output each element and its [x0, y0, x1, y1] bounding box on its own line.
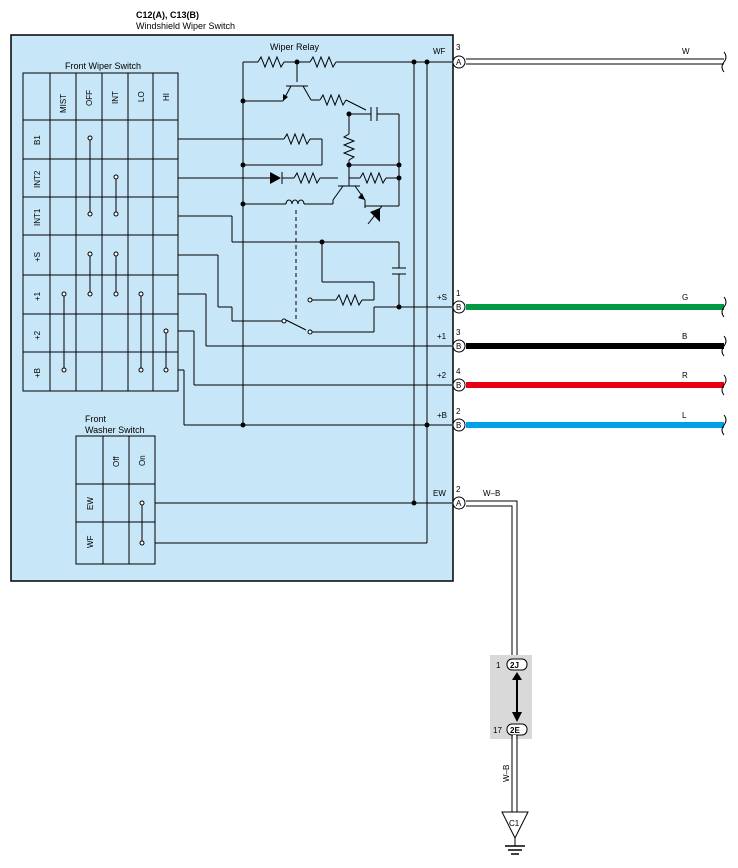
pin-plus-1-connector: B [456, 342, 461, 351]
pin-plus-2-connector: B [456, 381, 461, 390]
continuity-marks [61, 135, 169, 373]
pin-plus-s-number: 1 [456, 289, 461, 298]
terminal-plus-s: +S [33, 252, 42, 262]
junction-top-label: 2J [510, 661, 519, 670]
pin-plus-2-number: 4 [456, 367, 461, 376]
junction-bottom-pin: 17 [493, 726, 502, 735]
pin-ew-connector: A [456, 499, 462, 508]
position-hi: HI [162, 93, 171, 101]
wire-color-w: W [682, 47, 690, 56]
front-wiper-switch-title: Front Wiper Switch [65, 61, 141, 71]
wiper-relay: Wiper Relay [178, 42, 452, 543]
pin-ew: EW 2 W–B A [433, 485, 518, 660]
pin-wf-number: 3 [456, 43, 461, 52]
pin-plus-b-connector: B [456, 421, 461, 430]
position-int: INT [111, 91, 120, 104]
terminal-b1: B1 [33, 135, 42, 145]
terminal-plus-2: +2 [33, 330, 42, 340]
pin-plus-s-connector: B [456, 303, 461, 312]
wiper-relay-title: Wiper Relay [270, 42, 320, 52]
pin-ew-name: EW [433, 489, 446, 498]
junction-bottom-label: 2E [510, 726, 520, 735]
pin-plus-1-number: 3 [456, 328, 461, 337]
wire-color-l: L [682, 411, 687, 420]
front-washer-switch: Front Washer Switch Off On EW WF [75, 414, 452, 565]
ground-point: C1 [501, 811, 529, 855]
pin-plus-b-name: +B [437, 411, 447, 420]
washer-switch-title-2: Washer Switch [85, 425, 145, 435]
pin-plus-2: +2 4 B R [437, 367, 727, 396]
washer-terminal-wf: WF [86, 535, 95, 548]
position-lo: LO [137, 91, 146, 102]
pin-plus-b: +B 2 B L [437, 407, 727, 436]
washer-switch-title-1: Front [85, 414, 107, 424]
washer-position-on: On [138, 455, 147, 466]
position-mist: MIST [59, 94, 68, 113]
ground-wire: W–B [502, 735, 518, 812]
washer-terminal-ew: EW [86, 497, 95, 510]
pin-plus-1: +1 3 B B [437, 328, 727, 357]
junction-top-pin: 1 [496, 661, 501, 670]
pin-plus-1-name: +1 [437, 332, 447, 341]
terminal-int1: INT1 [33, 208, 42, 226]
component-title: Windshield Wiper Switch [136, 21, 235, 31]
ground-wire-label: W–B [502, 765, 511, 782]
terminal-plus-1: +1 [33, 291, 42, 301]
junction-connector: 1 2J 17 2E [490, 655, 532, 739]
pin-ew-number: 2 [456, 485, 461, 494]
terminal-plus-b: +B [33, 368, 42, 378]
wire-color-r: R [682, 371, 688, 380]
pin-wf-name: WF [433, 47, 446, 56]
washer-switch-outline [75, 435, 156, 565]
pin-plus-2-name: +2 [437, 371, 447, 380]
ground-label: C1 [509, 819, 520, 828]
wire-color-w-b: W–B [483, 489, 500, 498]
washer-position-off: Off [112, 456, 121, 467]
pin-plus-s: +S 1 B G [437, 289, 727, 318]
connector-title: C12(A), C13(B) [136, 10, 199, 20]
position-off: OFF [85, 90, 94, 106]
wiper-switch-outline [22, 72, 179, 392]
front-wiper-switch: Front Wiper Switch MIST OFF INT LO HI B1… [22, 61, 179, 392]
pin-plus-b-number: 2 [456, 407, 461, 416]
wire-color-g: G [682, 293, 688, 302]
wire-color-b: B [682, 332, 687, 341]
pin-wf-connector: A [456, 58, 462, 67]
pin-wf: WF 3 A W [433, 43, 727, 73]
terminal-int2: INT2 [33, 170, 42, 188]
pin-plus-s-name: +S [437, 293, 447, 302]
